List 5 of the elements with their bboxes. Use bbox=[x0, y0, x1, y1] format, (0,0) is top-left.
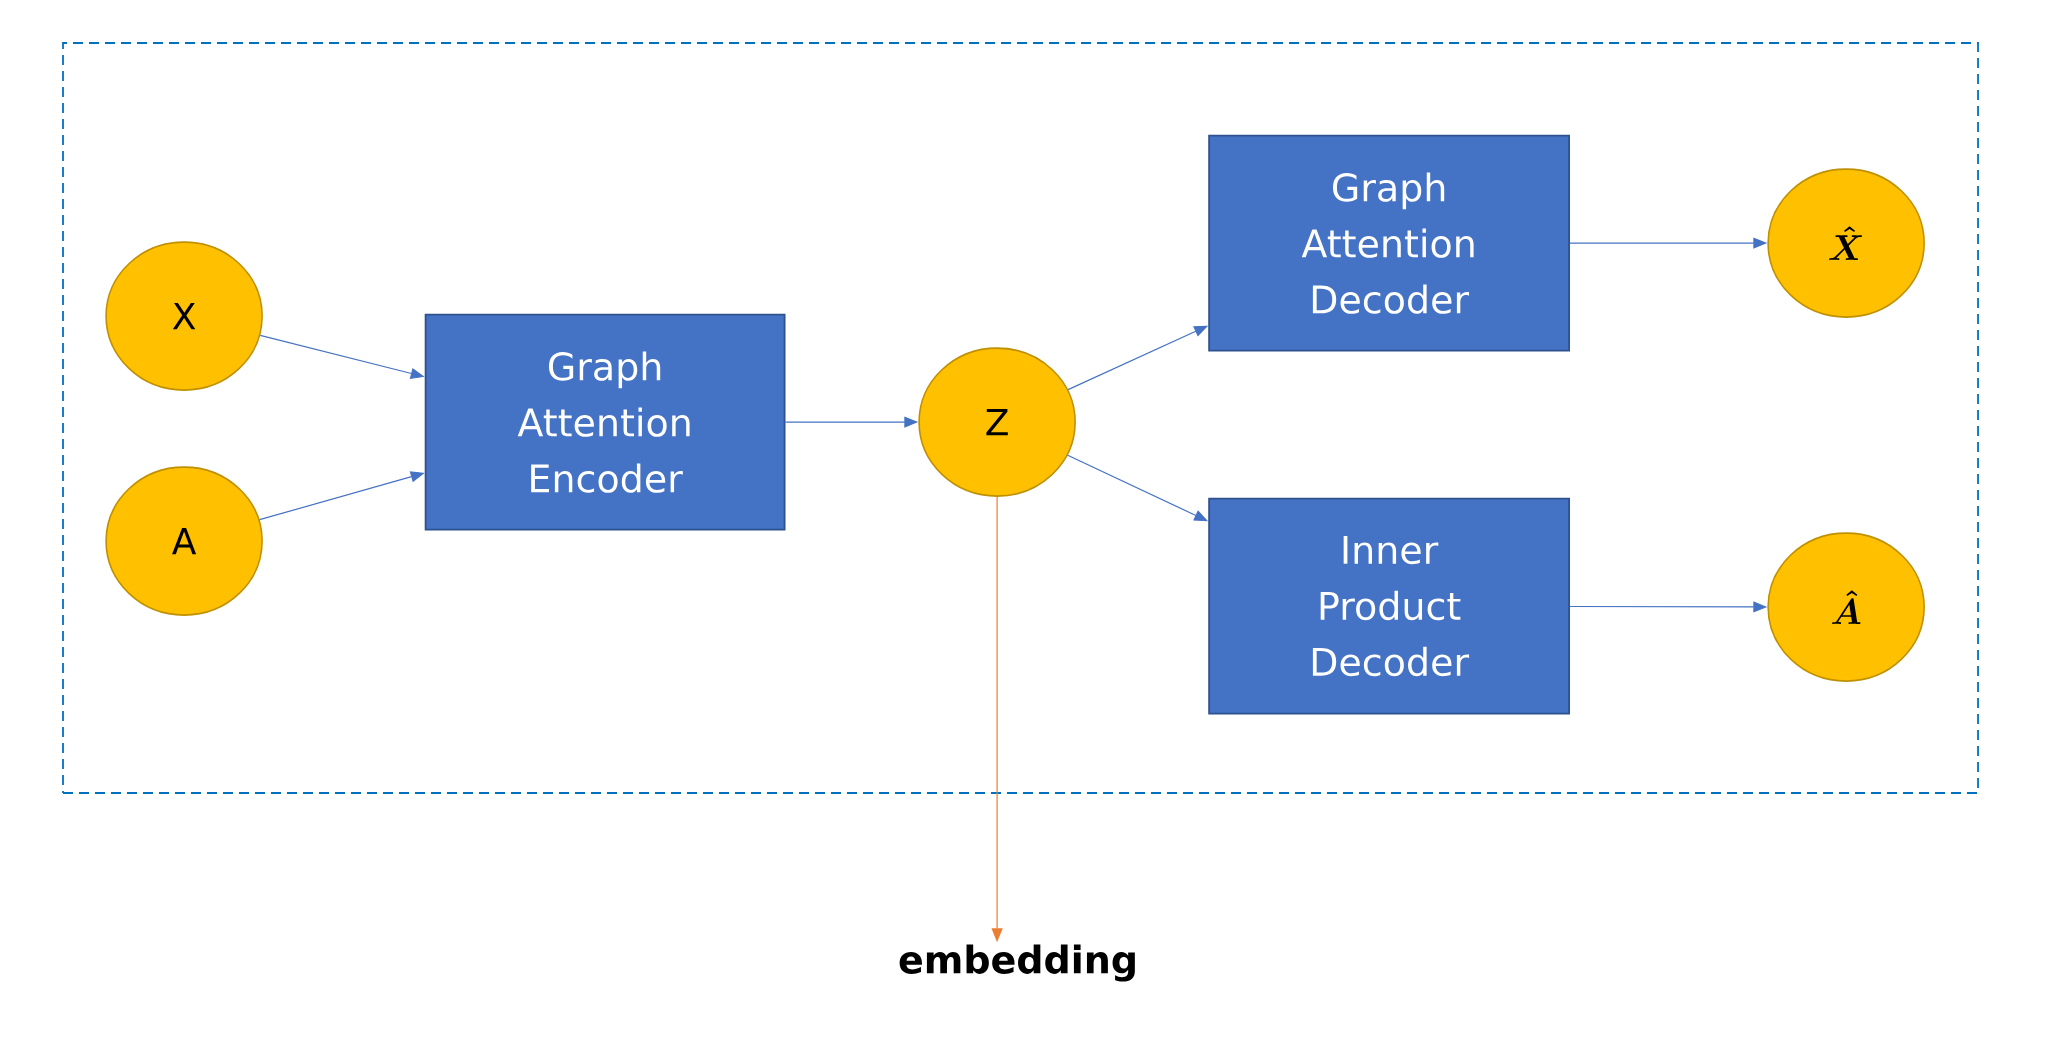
output-label: embedding bbox=[899, 944, 1135, 982]
process-box: Inner Product Decoder bbox=[1208, 497, 1570, 715]
process-box: Graph Attention Decoder bbox=[1208, 134, 1570, 352]
dashed-frame bbox=[62, 42, 1979, 794]
process-box: Graph Attention Encoder bbox=[424, 313, 786, 531]
